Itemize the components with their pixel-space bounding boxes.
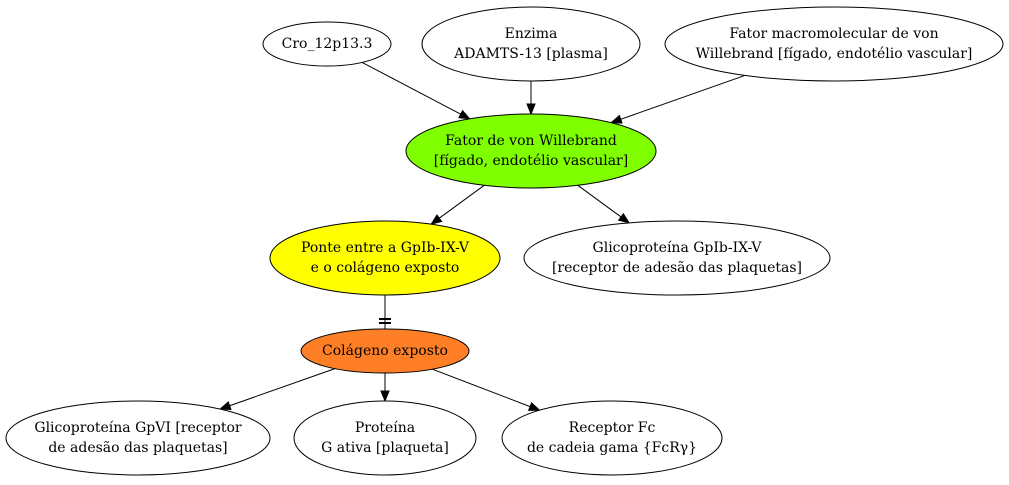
edge-line xyxy=(229,368,336,407)
node-ellipse xyxy=(5,400,271,476)
node-label-line: Glicoproteína GpVI [receptor xyxy=(34,420,242,436)
arrowhead-icon xyxy=(380,390,390,403)
node-label-line: de adesão das plaquetas] xyxy=(48,440,227,456)
node-colageno: Colágeno exposto xyxy=(300,328,470,374)
node-gpvi: Glicoproteína GpVI [receptor de adesão da… xyxy=(5,400,271,476)
node-ellipse xyxy=(269,220,501,296)
edge-line xyxy=(620,74,746,120)
arrowhead-icon xyxy=(617,212,631,224)
node-proteina-g: Proteína G ativa [plaqueta] xyxy=(293,400,477,476)
node-label-line: Enzima xyxy=(505,26,558,42)
node-cro: Cro_12p13.3 xyxy=(262,21,392,67)
node-label-line: de cadeia gama {FcRγ} xyxy=(527,440,697,456)
edge-colageno-to-fc xyxy=(432,368,541,411)
arrowhead-icon xyxy=(610,114,623,124)
edge-fator-macro-to-vwf xyxy=(610,74,746,124)
edge-line xyxy=(577,184,622,218)
node-label-line: Colágeno exposto xyxy=(322,343,448,359)
edge-vwf-to-gpib xyxy=(577,184,631,224)
edge-line xyxy=(438,184,485,219)
edge-vwf-to-ponte xyxy=(430,184,485,225)
node-label-line: G ativa [plaqueta] xyxy=(321,440,449,456)
node-label-line: [fígado, endotélio vascular] xyxy=(434,153,628,169)
node-ellipse xyxy=(300,328,470,374)
arrowhead-icon xyxy=(458,109,471,120)
node-label-line: e o colágeno exposto xyxy=(311,260,460,276)
arrowhead-icon xyxy=(526,103,536,116)
arrowhead-icon xyxy=(218,401,232,411)
node-ellipse xyxy=(405,113,657,189)
node-label-line: Receptor Fc xyxy=(569,420,656,436)
node-ellipse xyxy=(421,6,641,82)
node-label-line: Glicoproteína GpIb-IX-V xyxy=(593,240,763,256)
node-label-line: Ponte entre a GpIb-IX-V xyxy=(301,240,470,256)
edges-layer xyxy=(218,61,746,411)
node-label-line: Cro_12p13.3 xyxy=(282,36,373,52)
node-label-line: ADAMTS-13 [plasma] xyxy=(453,46,608,62)
node-fc: Receptor Fc de cadeia gama {FcRγ} xyxy=(501,400,723,476)
edge-line xyxy=(432,368,531,408)
edge-cro-to-vwf xyxy=(361,61,471,120)
node-label-line: Fator macromolecular de von xyxy=(729,26,938,42)
node-ponte: Ponte entre a GpIb-IX-V e o colágeno expo… xyxy=(269,220,501,296)
node-ellipse xyxy=(293,400,477,476)
node-ellipse xyxy=(523,220,831,296)
node-ellipse xyxy=(664,6,1004,82)
edge-colageno-to-gpvi xyxy=(218,368,336,411)
arrowhead-icon xyxy=(430,214,443,225)
node-label-line: [receptor de adesão das plaquetas] xyxy=(552,260,802,276)
node-ellipse xyxy=(501,400,723,476)
node-label-line: Willebrand [fígado, endotélio vascular] xyxy=(696,46,973,62)
node-label-line: Fator de von Willebrand xyxy=(445,133,617,149)
edge-line xyxy=(361,61,461,115)
node-label-line: Proteína xyxy=(355,420,415,436)
edge-colageno-to-proteina-g xyxy=(380,373,390,403)
node-ellipse xyxy=(262,21,392,67)
node-vwf: Fator de von Willebrand [fígado, endotéli… xyxy=(405,113,657,189)
edge-ponte-to-colageno xyxy=(379,295,391,329)
arrowhead-icon xyxy=(527,402,541,411)
edge-enzima-to-vwf xyxy=(526,81,536,116)
node-gpib: Glicoproteína GpIb-IX-V [receptor de ades… xyxy=(523,220,831,296)
